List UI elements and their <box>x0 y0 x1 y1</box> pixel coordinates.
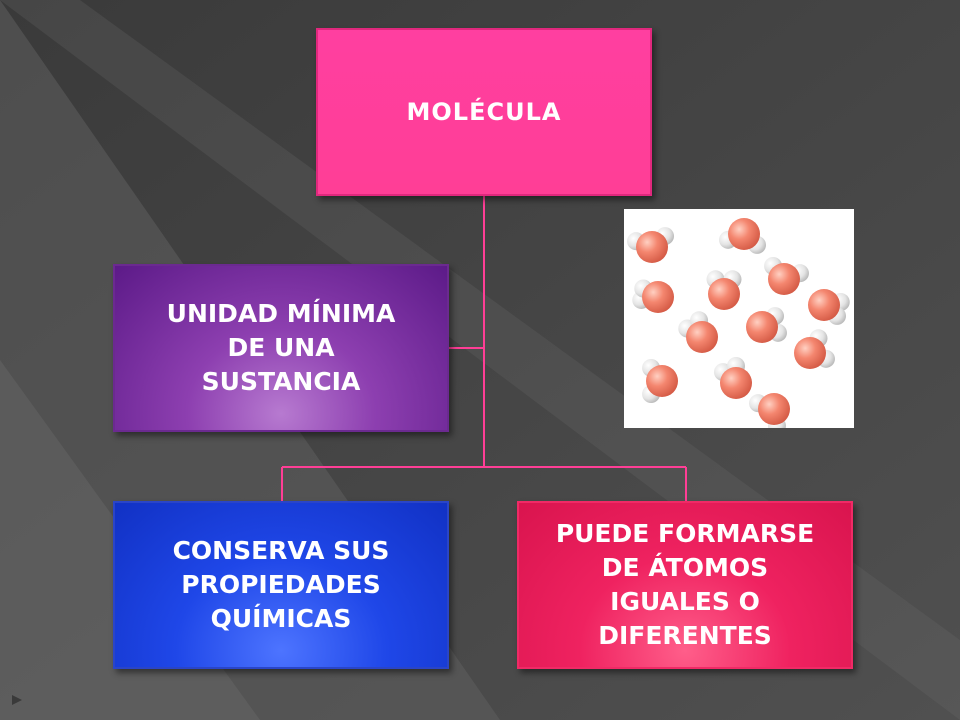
node-puede-line3: IGUALES O <box>610 587 760 616</box>
node-unidad-line2: DE UNA <box>227 333 335 362</box>
oxygen-atom <box>808 289 840 321</box>
oxygen-atom <box>794 337 826 369</box>
oxygen-atom <box>720 367 752 399</box>
node-conserva-line1: CONSERVA SUS <box>172 536 390 565</box>
node-puede-line1: PUEDE FORMARSE <box>555 519 815 548</box>
root-node-molecula: MOLÉCULA <box>316 28 652 196</box>
oxygen-atom <box>636 231 668 263</box>
node-conserva-propiedades: CONSERVA SUS PROPIEDADES QUÍMICAS <box>113 501 449 669</box>
oxygen-atom <box>758 393 790 425</box>
oxygen-atom <box>708 278 740 310</box>
oxygen-atom <box>686 321 718 353</box>
root-node-label: MOLÉCULA <box>406 98 562 126</box>
decorative-arrow-icon <box>12 695 22 705</box>
oxygen-atom <box>768 263 800 295</box>
oxygen-atom <box>746 311 778 343</box>
node-puede-formarse: PUEDE FORMARSE DE ÁTOMOS IGUALES O DIFER… <box>517 501 853 669</box>
node-unidad-line1: UNIDAD MÍNIMA <box>166 299 396 328</box>
node-unidad-minima: UNIDAD MÍNIMA DE UNA SUSTANCIA <box>113 264 449 432</box>
oxygen-atom <box>646 365 678 397</box>
oxygen-atom <box>728 218 760 250</box>
oxygen-atom <box>642 281 674 313</box>
node-unidad-line3: SUSTANCIA <box>201 367 361 396</box>
node-puede-line2: DE ÁTOMOS <box>601 553 769 582</box>
node-puede-line4: DIFERENTES <box>598 621 772 650</box>
node-conserva-line3: QUÍMICAS <box>210 604 352 633</box>
water-molecules-icon <box>624 209 854 428</box>
node-conserva-line2: PROPIEDADES <box>181 570 381 599</box>
